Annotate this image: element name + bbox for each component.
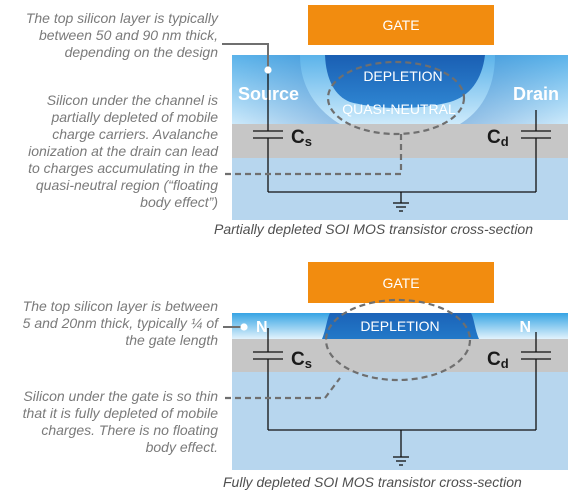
top-gate — [308, 5, 494, 45]
bottom-n-left-label: N — [256, 319, 268, 336]
top-cd-label: Cd — [487, 127, 509, 149]
bottom-depletion-label: DEPLETION — [360, 318, 439, 334]
bottom-drain-capacitor — [521, 332, 551, 430]
bottom-layer-note: The top silicon layer is between 5 and 2… — [22, 298, 218, 348]
bottom-depletion-region — [322, 313, 479, 339]
top-layer-leader-line — [222, 43, 269, 70]
top-gate-label: GATE — [382, 17, 419, 33]
top-drain-region — [460, 55, 568, 124]
bottom-cd-label: Cd — [487, 349, 509, 371]
bottom-ground-wire — [268, 429, 536, 457]
top-drain-capacitor — [521, 110, 551, 192]
bottom-ground-icon — [393, 456, 409, 466]
fully-depleted-diagram: GATE DEPLETION N N Cs Cd — [223, 262, 568, 470]
top-layer-note: The top silicon layer is typically betwe… — [25, 10, 218, 60]
top-cs-label: Cs — [291, 127, 312, 149]
top-layer-leader-dot — [264, 66, 272, 74]
bottom-buried-oxide — [232, 339, 568, 372]
bottom-source-capacitor — [253, 328, 283, 430]
bottom-gate-leader-line — [225, 377, 341, 400]
top-channel-leader-line — [225, 134, 403, 176]
top-buried-oxide — [232, 124, 568, 158]
partially-depleted-diagram: GATE DEPLETION QUASI-NEUTRAL Source Drai… — [222, 5, 568, 220]
bottom-n-right-label: N — [519, 319, 531, 336]
top-channel-highlight — [326, 60, 466, 136]
top-source-capacitor — [253, 70, 283, 192]
top-quasi-neutral-label: QUASI-NEUTRAL — [342, 101, 456, 117]
top-depletion-label: DEPLETION — [363, 68, 442, 84]
top-drain-label: Drain — [513, 84, 559, 104]
top-depletion-region — [325, 55, 485, 108]
bottom-layer-leader-dot — [240, 323, 248, 331]
bottom-gate-label: GATE — [382, 275, 419, 291]
top-source-region — [232, 55, 340, 124]
bottom-gate — [308, 262, 494, 303]
bottom-cs-label: Cs — [291, 349, 312, 371]
bottom-gate-note: Silicon under the gate is so thin that i… — [22, 388, 218, 455]
bottom-channel-highlight — [324, 298, 472, 382]
bottom-substrate — [232, 372, 568, 470]
top-ground-icon — [393, 202, 409, 212]
top-caption: Partially depleted SOI MOS transistor cr… — [214, 221, 534, 237]
bottom-caption: Fully depleted SOI MOS transistor cross-… — [223, 474, 522, 490]
top-ground-wire — [268, 191, 536, 203]
top-channel-note: Silicon under the channel is partially d… — [28, 92, 218, 210]
